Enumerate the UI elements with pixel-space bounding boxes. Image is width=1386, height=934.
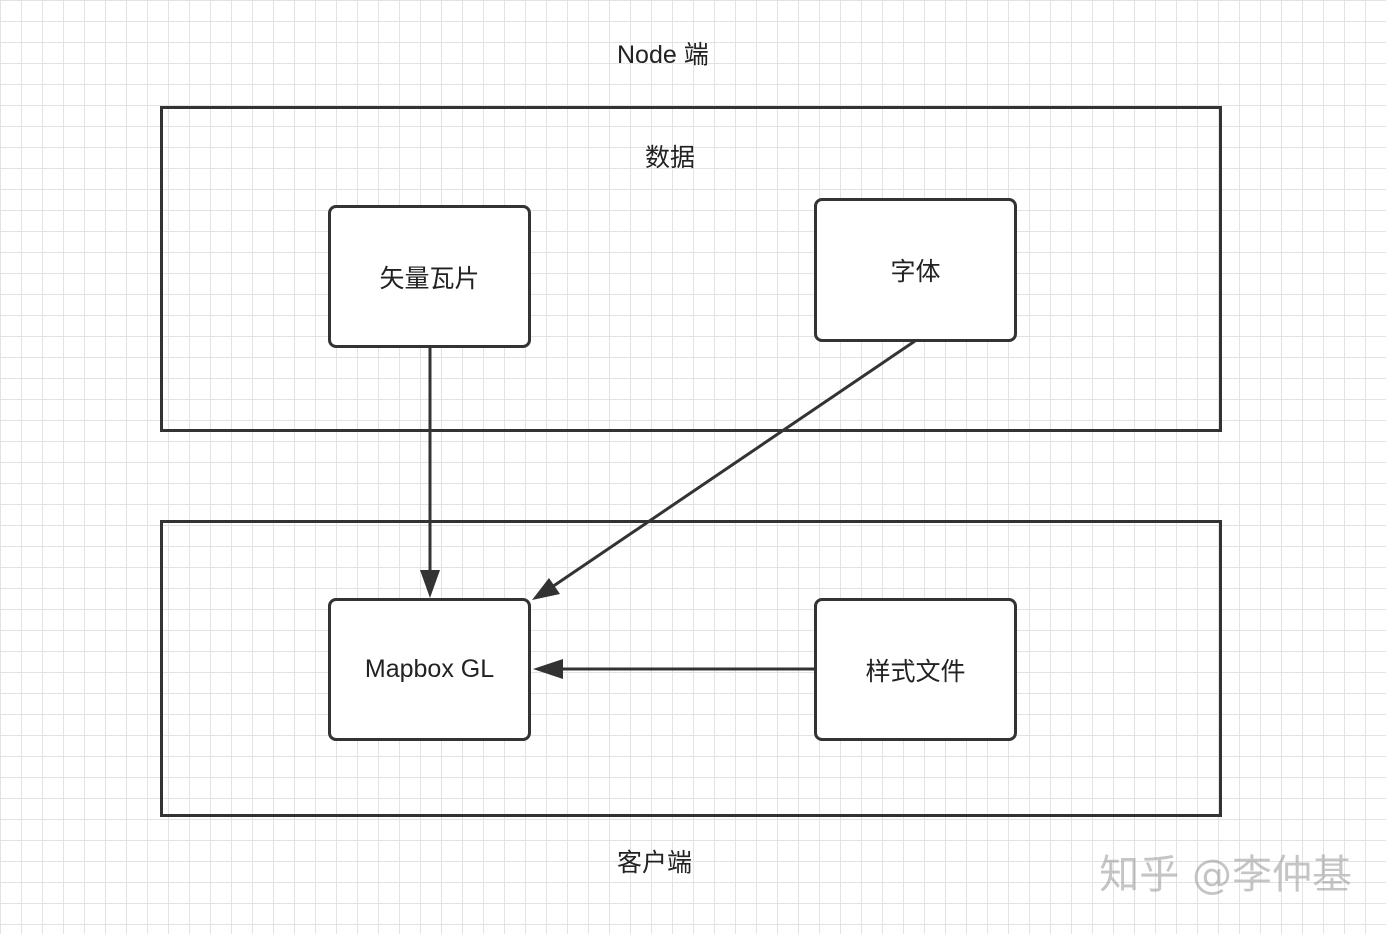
node-vector-tiles: 矢量瓦片 [328, 205, 531, 348]
arrowhead-vector-tiles [420, 570, 440, 598]
node-style-file-label: 样式文件 [865, 657, 966, 686]
node-mapbox-gl-label: Mapbox GL [364, 655, 495, 683]
node-mapbox-gl: Mapbox GL [328, 598, 531, 741]
watermark-text: 知乎 @李仲基 [1099, 852, 1352, 898]
node-fonts: 字体 [814, 198, 1017, 342]
client-side-label: 客户端 [617, 849, 693, 877]
arrowhead-fonts [532, 578, 560, 600]
node-side-label: Node 端 [617, 41, 709, 69]
node-style-file: 样式文件 [814, 598, 1017, 741]
client-container [160, 520, 1222, 817]
node-fonts-label: 字体 [890, 258, 941, 286]
data-container [160, 106, 1222, 432]
node-vector-tiles-label: 矢量瓦片 [379, 264, 480, 293]
edge-fonts-to-mapbox [551, 339, 916, 589]
arrowhead-style [533, 659, 563, 679]
data-group-label: 数据 [645, 144, 696, 172]
